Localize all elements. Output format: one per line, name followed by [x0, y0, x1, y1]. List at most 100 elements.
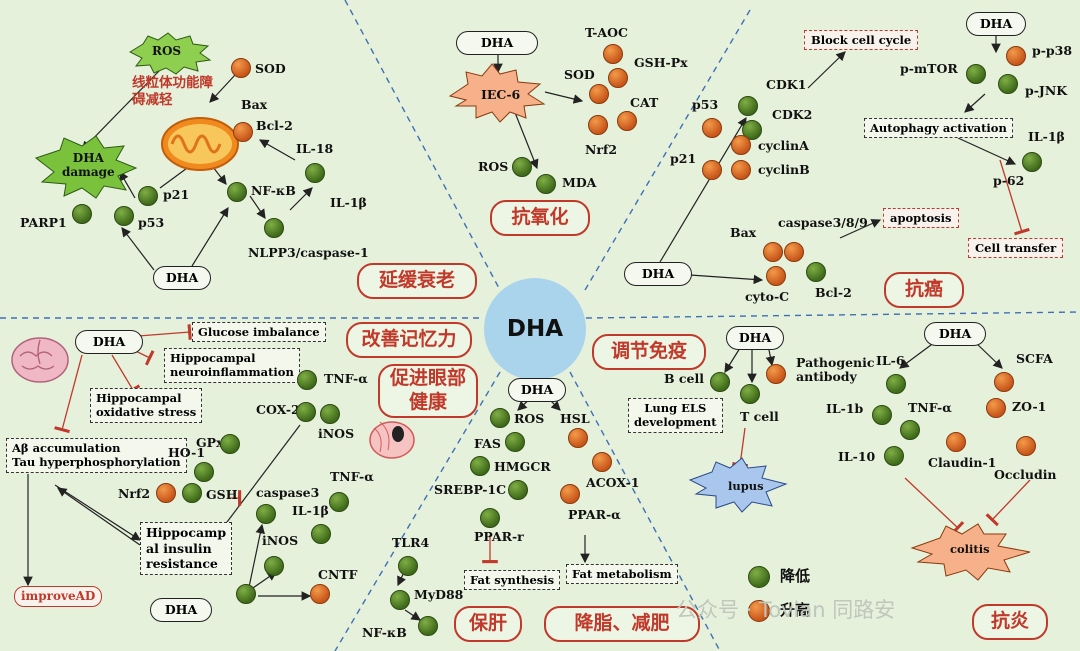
- mda-node: [536, 174, 556, 194]
- nrf2-node-antioxidant: [588, 115, 608, 135]
- parp1-label: PARP1: [20, 215, 67, 230]
- cdk1-node: [738, 96, 758, 116]
- srebp-node: [508, 480, 528, 500]
- improve-ad-box: improveAD: [14, 586, 103, 607]
- p53-node-aging: [114, 206, 134, 226]
- bcl2-label-cancer: Bcl-2: [815, 285, 852, 300]
- nrf2-label-memory: Nrf2: [118, 486, 151, 501]
- p21-node-cancer: [702, 160, 722, 180]
- glucose-box: Glucose imbalance: [192, 322, 326, 343]
- abeta-box: Aβ accumulation Tau hyperphosphorylation: [6, 438, 187, 473]
- title-lipid: 降脂、减肥: [544, 606, 700, 642]
- tnfa-label-inflammation: TNF-α: [908, 400, 952, 415]
- ros-label: ROS: [152, 44, 182, 58]
- cat-node: [617, 111, 637, 131]
- dha-pill-aging: DHA: [153, 266, 211, 290]
- caspase3-label: caspase3: [256, 485, 320, 500]
- colitis-burst-shape: [910, 523, 1031, 581]
- il1b-node-eye: [311, 524, 331, 544]
- cyclinB-node: [731, 160, 751, 180]
- tcell-label: T cell: [740, 409, 779, 424]
- hsl-node: [568, 428, 588, 448]
- tlr4-node: [398, 556, 418, 576]
- il18-label: IL-18: [296, 141, 334, 156]
- title-anticancer: 抗癌: [884, 272, 964, 308]
- nfkb-node-liver: [418, 616, 438, 636]
- hmgcr-node: [470, 456, 490, 476]
- bax-label-cancer: Bax: [730, 225, 757, 240]
- p21-node-aging: [138, 186, 158, 206]
- taoc-node: [603, 44, 623, 64]
- ros-burst-shape: [128, 32, 212, 75]
- cytoc-label: cyto-C: [745, 289, 790, 304]
- legend-down-swatch: [748, 566, 770, 588]
- dha-pill-cancer-2: DHA: [624, 262, 692, 286]
- apoptosis-box: apoptosis: [883, 208, 959, 229]
- cntf-label: CNTF: [318, 567, 358, 582]
- inos-label-eye-2: iNOS: [262, 533, 299, 548]
- tnfa-label-eye-2: TNF-α: [330, 469, 374, 484]
- srebp-label: SREBP-1C: [434, 482, 507, 497]
- legend-up-label: 升高: [780, 601, 811, 619]
- myd88-label: MyD88: [414, 587, 464, 602]
- tnfa-label-eye-1: TNF-α: [324, 371, 368, 386]
- claudin-node: [946, 432, 966, 452]
- gsh-node: [182, 483, 202, 503]
- pparr-node: [480, 508, 500, 528]
- cyclinA-label: cyclinA: [758, 138, 809, 153]
- pjnk-label: p-JNK: [1025, 83, 1068, 98]
- bcl2-node-aging: [233, 122, 253, 142]
- caspase3-node: [256, 504, 276, 524]
- mitochondria-note: 线粒体功能障碍减轻: [132, 75, 213, 108]
- hoc1-node: [194, 462, 214, 482]
- claudin-label: Claudin-1: [928, 455, 997, 470]
- cat-label: CAT: [630, 95, 659, 110]
- cntf-node: [310, 584, 330, 604]
- insulin-resistance-box: Hippocamp al insulin resistance: [140, 522, 233, 575]
- acox-label: ACOX-1: [586, 475, 640, 490]
- dha-pill-lipid: DHA: [508, 378, 566, 402]
- p21-label-aging: p21: [163, 187, 190, 202]
- title-antioxidant: 抗氧化: [490, 200, 590, 236]
- neuroinflammation-box: Hippocampal neuroinflammation: [164, 348, 300, 383]
- pathogenic-label: Pathogenic antibody: [796, 355, 875, 385]
- gpx-label: GPx: [196, 435, 224, 450]
- cyclinA-node: [731, 135, 751, 155]
- p53-node-cancer: [702, 118, 722, 138]
- tcell-node: [740, 384, 760, 404]
- fas-label: FAS: [474, 436, 501, 451]
- il1b-label-inflammation: IL-1b: [826, 401, 864, 416]
- bcell-label: B cell: [664, 371, 704, 386]
- il10-label: IL-10: [838, 449, 876, 464]
- dha-node-eye: [236, 584, 256, 604]
- watermark: 公众号 · Tovian 同路安: [676, 598, 896, 622]
- ppara-node: [560, 484, 580, 504]
- bax-node-cancer: [763, 242, 783, 262]
- tnfa-node-eye-2: [329, 492, 349, 512]
- dha-pill-inflammation: DHA: [924, 322, 986, 346]
- tlr4-label: TLR4: [392, 535, 430, 550]
- nlrp3-node: [264, 218, 284, 238]
- ros-label-antioxidant: ROS: [478, 159, 509, 174]
- legend-up-swatch: [748, 600, 770, 622]
- dha-pill-memory: DHA: [75, 330, 143, 354]
- brain-icon: [11, 337, 69, 383]
- il6-node: [886, 374, 906, 394]
- cox2-label: COX-2: [256, 402, 300, 417]
- legend-down-label: 降低: [780, 567, 811, 585]
- il1b-label-cancer: IL-1β: [1028, 129, 1065, 144]
- center-dha: DHA: [484, 278, 586, 380]
- p62-label: p-62: [993, 173, 1025, 188]
- tnfa-node-eye-1: [297, 370, 317, 390]
- tnfa-node-inflammation: [900, 420, 920, 440]
- dha-pill-antioxidant: DHA: [456, 31, 538, 55]
- il18-node: [305, 163, 325, 183]
- title-liver: 保肝: [454, 606, 522, 642]
- fat-synthesis-box: Fat synthesis: [464, 570, 561, 591]
- pmtor-label: p-mTOR: [900, 61, 958, 76]
- p53-label-cancer: p53: [692, 97, 719, 112]
- title-aging: 延缓衰老: [357, 263, 477, 299]
